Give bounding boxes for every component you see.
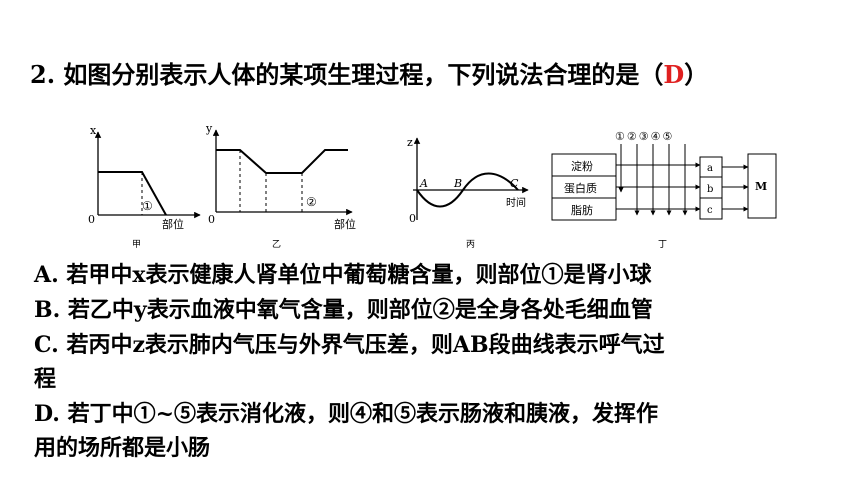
figure-svg: x 0 ① 部位 甲 y 0 ② 部位 乙 z 0 A [88, 122, 777, 250]
bing-origin: 0 [409, 212, 416, 225]
ding-box-fat: 脂肪 [571, 203, 593, 217]
bing-point-b: B [453, 177, 462, 190]
yi-origin: 0 [208, 213, 215, 226]
ding-box-protein: 蛋白质 [564, 181, 597, 195]
bing-point-c: C [510, 177, 519, 190]
jia-origin: 0 [88, 213, 95, 226]
bing-axis-x: 时间 [506, 196, 526, 209]
option-d-line2: 用的场所都是小肠 [34, 435, 211, 461]
answer-letter: D [663, 60, 685, 89]
figure-bing: z 0 A B C 时间 丙 [407, 136, 529, 250]
bing-axis-z: z [407, 136, 413, 149]
jia-axis-x: 部位 [162, 217, 184, 231]
bing-caption: 丙 [466, 239, 475, 250]
ding-out-b: b [707, 184, 713, 195]
ding-box-starch: 淀粉 [571, 159, 593, 173]
ding-out-a: a [707, 163, 713, 174]
jia-axis-y: x [90, 124, 97, 137]
option-b: B. 若乙中y表示血液中氧气含量，则部位②是全身各处毛细血管 [34, 297, 653, 323]
yi-axis-x: 部位 [334, 217, 356, 231]
figure-panel: x 0 ① 部位 甲 y 0 ② 部位 乙 z 0 A [80, 120, 780, 255]
bing-point-a: A [419, 177, 428, 190]
question-close: ） [684, 60, 709, 89]
yi-axis-y: y [205, 122, 213, 135]
yi-caption: 乙 [272, 239, 281, 250]
jia-marker: ① [142, 199, 153, 213]
option-c-line2: 程 [34, 366, 57, 392]
ding-m: M [755, 180, 767, 193]
yi-marker: ② [306, 195, 317, 209]
option-d-line1: D. 若丁中①~⑤表示消化液，则④和⑤表示肠液和胰液，发挥作 [34, 401, 659, 427]
figure-ding: ①②③④⑤ 淀粉 蛋白质 脂肪 a b c M 丁 [551, 130, 777, 250]
figure-jia: x 0 ① 部位 甲 [88, 124, 201, 250]
question-title: 2. 如图分别表示人体的某项生理过程，下列说法合理的是（D） [30, 55, 708, 90]
ding-out-c: c [707, 205, 713, 216]
ding-tubes: ①②③④⑤ [615, 130, 674, 143]
question-number: 2. [30, 60, 56, 89]
figure-yi: y 0 ② 部位 乙 [205, 122, 356, 250]
jia-caption: 甲 [132, 239, 141, 250]
ding-caption: 丁 [658, 240, 667, 250]
option-c-line1: C. 若丙中z表示肺内气压与外界气压差，则AB段曲线表示呼气过 [34, 332, 665, 358]
question-stem: 如图分别表示人体的某项生理过程，下列说法合理的是（ [63, 60, 664, 89]
option-a: A. 若甲中x表示健康人肾单位中葡萄糖含量，则部位①是肾小球 [34, 262, 652, 288]
